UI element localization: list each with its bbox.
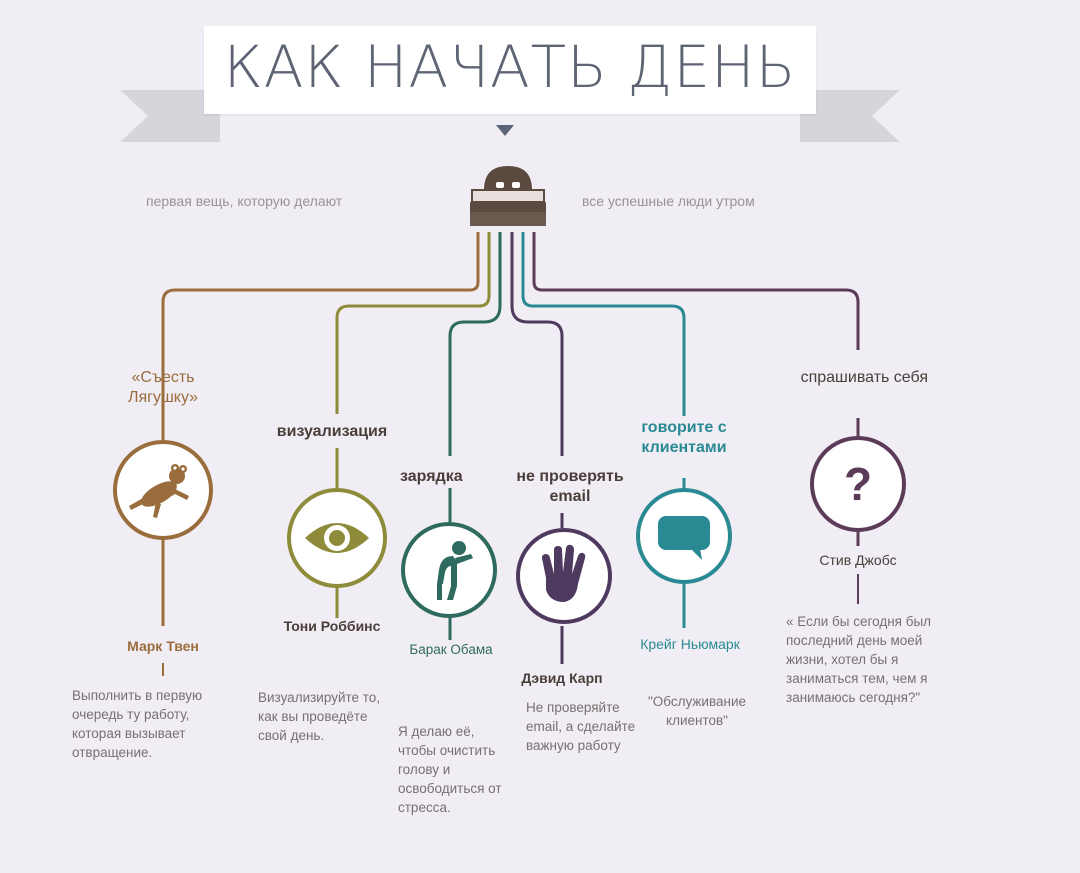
page-title: КАК НАЧАТЬ ДЕНЬ — [223, 33, 797, 101]
person-obama: Барак Обама — [409, 642, 493, 657]
category-karp: не проверять email — [516, 468, 624, 505]
eye-circle — [287, 488, 387, 588]
person-robbins: Тони Роббинс — [283, 618, 381, 634]
quote-newmark: "Обслуживание клиентов" — [647, 694, 746, 728]
category-obama: зарядка — [400, 468, 463, 485]
bed-icon — [470, 166, 546, 226]
category-robbins: визуализация — [276, 423, 388, 440]
stretching-circle — [401, 522, 497, 618]
category-twain: «Съесть Лягушку» — [127, 369, 199, 406]
svg-text:?: ? — [844, 458, 872, 510]
quote-obama: Я делаю её, чтобы очистить голову и осво… — [398, 724, 502, 815]
person-karp: Дэвид Карп — [521, 670, 603, 686]
quote-karp: Не проверяйте email, а сделайте важную р… — [526, 700, 636, 753]
quote-jobs: « Если бы сегодня был последний день мое… — [786, 614, 932, 705]
title-banner — [204, 26, 816, 114]
frog-icon — [129, 464, 189, 518]
quote-robbins: Визуализируйте то, как вы проведёте свой… — [258, 690, 381, 743]
category-newmark: говорите с клиентами — [641, 419, 727, 456]
quote-twain: Выполнить в первую очередь ту работу, ко… — [72, 688, 203, 760]
person-twain: Марк Твен — [127, 638, 199, 654]
speech-circle — [636, 488, 732, 584]
frog-circle — [113, 440, 213, 540]
subtitle-right: все успешные люди утром — [582, 193, 755, 209]
down-arrow-icon — [496, 125, 514, 136]
category-jobs: спрашивать себя — [800, 369, 928, 386]
stop-hand-icon — [542, 544, 586, 602]
stretching-person-icon — [437, 541, 473, 600]
question-mark-icon: ? — [844, 458, 872, 510]
subtitle-left: первая вещь, которую делают — [146, 193, 343, 209]
speech-bubble-icon — [658, 516, 710, 560]
person-jobs: Стив Джобс — [819, 552, 897, 568]
person-newmark: Крейг Ньюмарк — [640, 636, 740, 652]
question-circle: ? — [810, 436, 906, 532]
eye-icon — [305, 523, 369, 553]
hand-circle — [516, 528, 612, 624]
